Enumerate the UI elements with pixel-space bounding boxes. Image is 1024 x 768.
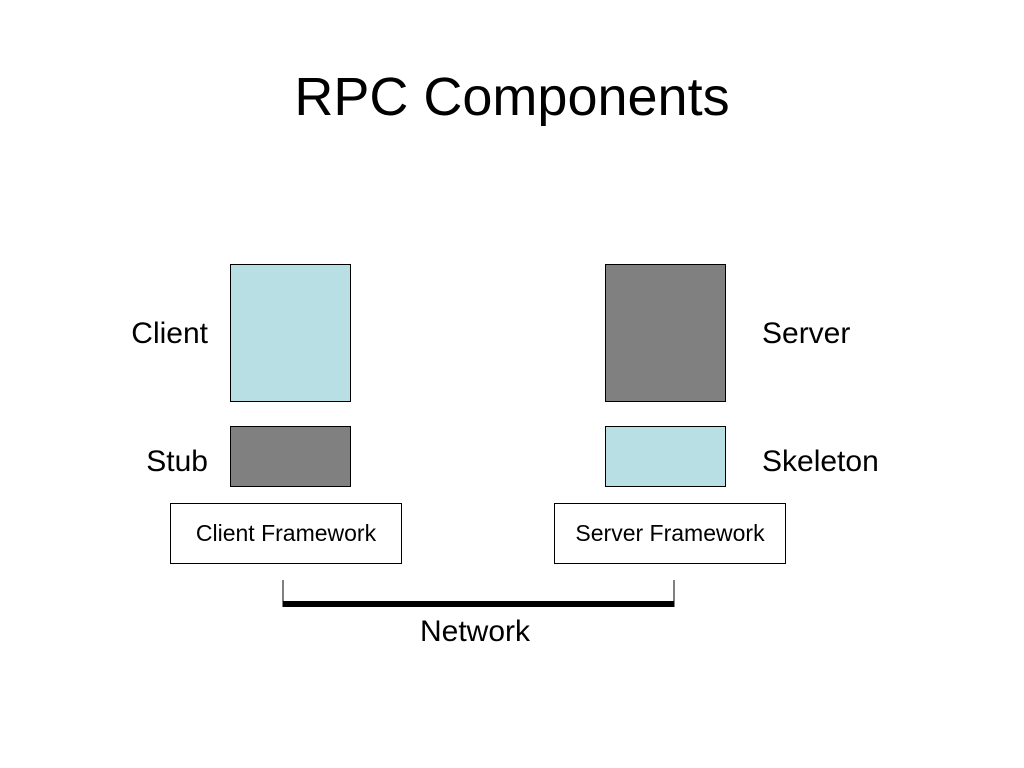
slide-title: RPC Components <box>294 67 730 127</box>
stub-box <box>230 426 351 487</box>
skeleton-label: Skeleton <box>762 445 879 478</box>
stub-label: Stub <box>146 445 208 478</box>
client-label: Client <box>131 317 208 350</box>
skeleton-box <box>605 426 726 487</box>
server-box <box>605 264 726 402</box>
server-label: Server <box>762 317 851 350</box>
client-box <box>230 264 351 402</box>
network-label: Network <box>420 615 531 648</box>
client-framework-box: Client Framework <box>170 503 402 564</box>
server-framework-box: Server Framework <box>554 503 786 564</box>
